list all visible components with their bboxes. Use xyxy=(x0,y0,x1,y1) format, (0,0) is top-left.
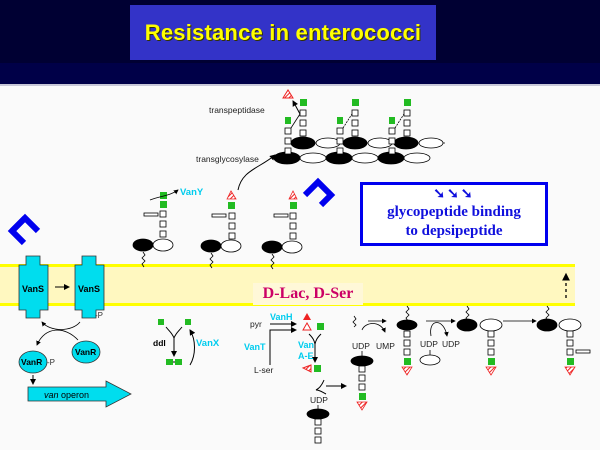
label-vanr-p: VanR xyxy=(21,357,42,367)
d-lac-released-icon xyxy=(282,89,294,99)
label-udp-a: UDP xyxy=(420,339,438,349)
lipid-ii-amidated xyxy=(536,305,591,376)
peptidoglycan-crosslinked xyxy=(273,99,445,165)
vanr-phosphorylated xyxy=(18,350,48,374)
header-band-lower xyxy=(0,63,600,85)
lipid-ii-d-lac xyxy=(200,190,242,269)
transglycosylase-arrow xyxy=(237,154,276,191)
label-vanh: VanH xyxy=(270,312,293,322)
label-van-ae-1: Van xyxy=(298,340,314,350)
transpeptidase-arrow xyxy=(292,100,301,115)
udp-murnac-pentadepsipeptide: UDP UMP xyxy=(350,315,395,411)
label-ump: UMP xyxy=(376,341,395,351)
label-udp-bottom: UDP xyxy=(310,395,328,405)
label-pyr: pyr xyxy=(250,319,262,329)
vanh-vant-reaction: pyr VanH VanT L-ser Van A-E xyxy=(244,312,347,395)
callout-line-1: glycopeptide binding xyxy=(387,204,521,220)
callout-line-2: to depsipeptide xyxy=(405,223,503,239)
label-lser: L-ser xyxy=(254,365,274,375)
vans-sensor-phosphorylated: VanS -P xyxy=(74,255,105,320)
label-vans-2: VanS xyxy=(78,284,100,294)
phosphotransfer-arrow xyxy=(41,321,81,330)
svg-text:van operon: van operon xyxy=(44,390,89,400)
label-operon: operon xyxy=(59,390,90,400)
label-vans-phospho: -P xyxy=(95,311,103,320)
lipid-ii-vancomycin-bound xyxy=(261,190,303,270)
vancomycin-icon xyxy=(302,177,336,208)
label-vanx: VanX xyxy=(196,338,220,349)
glycopeptide-binding-callout: ➘➘➘ glycopeptide binding to depsipeptide xyxy=(360,182,548,246)
label-vant: VanT xyxy=(244,342,266,352)
title-box: Resistance in enterococci xyxy=(130,5,436,60)
label-transpeptidase: transpeptidase xyxy=(209,105,265,115)
d-lac-d-ser-label: D-Lac, D-Ser xyxy=(253,283,363,305)
resistance-pathway-diagram: transpeptidase transglycosylase VanY xyxy=(0,89,591,444)
ddl-vanx-reaction: ddl VanX xyxy=(153,319,220,366)
label-van-ae-2: A-E xyxy=(298,351,314,361)
van-operon-arrow: van operon xyxy=(27,380,132,408)
label-transglycosylase: transglycosylase xyxy=(196,154,259,164)
udp-murnac-tripeptide: UDP xyxy=(306,395,330,444)
label-vany: VanY xyxy=(180,187,204,198)
lipid-ii-inner xyxy=(456,305,537,376)
label-udp-1: UDP xyxy=(352,341,370,351)
label-operon-italic: van xyxy=(44,390,59,400)
vanr-regulator xyxy=(71,340,101,364)
header-divider xyxy=(0,84,600,86)
label-vanr-phospho: -P xyxy=(47,358,55,367)
label-ddl: ddl xyxy=(153,338,166,348)
label-vanr: VanR xyxy=(75,347,96,357)
down-right-arrows-icon: ➘➘➘ xyxy=(433,187,475,202)
slide-title: Resistance in enterococci xyxy=(144,19,422,45)
label-udp-b: UDP xyxy=(442,339,460,349)
vans-sensor-inactive: VanS xyxy=(18,255,49,319)
label-vans-1: VanS xyxy=(22,284,44,294)
lipid-ii-vany xyxy=(132,189,179,268)
lipid-i: UDP UDP xyxy=(396,305,460,376)
